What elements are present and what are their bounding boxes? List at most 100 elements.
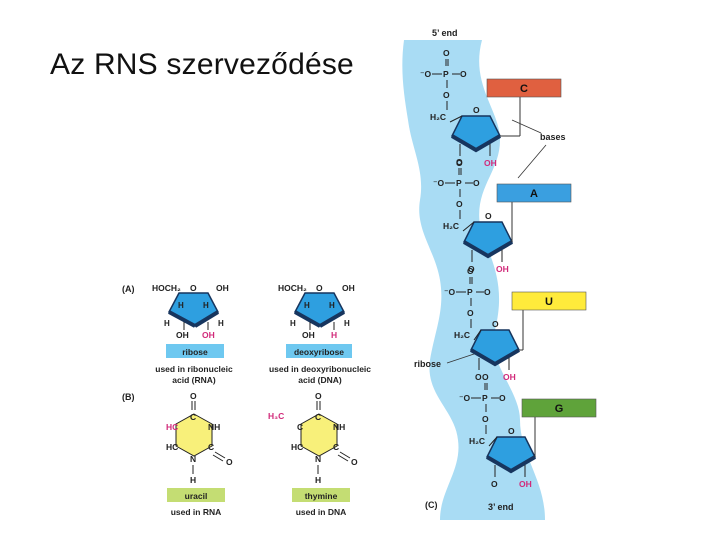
h2c-label: H₂C [454, 330, 470, 340]
ribose-used: used in ribonucleic [155, 364, 233, 374]
ribose-h2: H [203, 301, 209, 310]
uracil-hc2: HC [166, 442, 178, 452]
phosphate-o-top: O [467, 266, 474, 276]
phosphate-o-right: O [499, 393, 506, 403]
panel-b-label: (B) [122, 392, 135, 402]
thymine-c-right: C [333, 442, 339, 452]
phosphate-o-minus: ⁻O [459, 393, 470, 403]
deoxyribose-structure: HOCH₂ O OH H H H H OH H deoxyribose used… [269, 283, 371, 385]
uracil-c-top: C [190, 412, 196, 422]
uracil-h: H [190, 475, 196, 485]
ring-o: O [508, 426, 515, 436]
deoxyribose-name: deoxyribose [294, 347, 344, 357]
thymine-hc: HC [291, 442, 303, 452]
ring-oh: OH [519, 479, 532, 489]
thymine-nh: NH [333, 422, 345, 432]
uracil-used: used in RNA [171, 507, 222, 517]
panel-a-sugars: (A) HOCH₂ O OH H H H H OH OH ribose used… [122, 283, 371, 385]
ribose-acid: acid (RNA) [172, 375, 216, 385]
h2c-label: H₂C [430, 112, 446, 122]
phosphate-o-bottom: O [456, 199, 463, 209]
ring-oh: OH [484, 158, 497, 168]
phosphate-o-right: O [473, 178, 480, 188]
base-g-box [521, 398, 597, 418]
uracil-name-box [167, 488, 225, 502]
uracil-name: uracil [185, 491, 208, 501]
phosphate-o-minus: ⁻O [420, 69, 431, 79]
phosphate-o-minus: ⁻O [433, 178, 444, 188]
deoxyribose-name-box [286, 344, 352, 358]
deoxyribose-h1: H [304, 301, 310, 310]
phosphate-o-top: O [482, 372, 489, 382]
thymine-o-right: O [351, 457, 358, 467]
deoxyribose-h-br: H [331, 330, 337, 340]
ring-o: O [485, 211, 492, 221]
base-a-box [496, 183, 572, 203]
phosphate-o-bottom: O [482, 414, 489, 424]
thymine-n: N [315, 454, 321, 464]
thymine-ring [300, 413, 338, 457]
base-u-label: U [545, 296, 553, 308]
bases-pointer-1 [511, 119, 542, 134]
deoxyribose-h4: H [344, 319, 350, 328]
phosphate-o-top: O [443, 48, 450, 58]
thymine-name: thymine [305, 491, 338, 501]
phosphate-p: P [482, 393, 488, 403]
thymine-structure: O H₃C C C NH HC C N O H thymine used in … [268, 391, 358, 517]
phosphate-o-bottom: O [443, 90, 450, 100]
ribose-ring [167, 292, 219, 327]
ribose-hoch2: HOCH₂ [152, 283, 181, 293]
slide-title: Az RNS szerveződése [50, 48, 354, 81]
deoxyribose-used: used in deoxyribonucleic [269, 364, 371, 374]
deoxyribose-hoch2: HOCH₂ [278, 283, 307, 293]
uracil-structure: O C HC NH HC C N O H uracil used in RNA [166, 391, 233, 517]
ribose-label: ribose [414, 359, 441, 369]
phosphate-p: P [467, 287, 473, 297]
deoxyribose-ring-o: O [316, 283, 323, 293]
deoxyribose-oh-bl: OH [302, 330, 315, 340]
panel-b-bases: (B) O C HC NH HC C N O H uracil used in … [122, 391, 358, 517]
ring-o-bottom: O [468, 264, 475, 274]
ribose-name-box [166, 344, 224, 358]
deoxyribose-ring [293, 292, 345, 327]
ring-oh: OH [503, 372, 516, 382]
bases-pointer-2 [517, 144, 547, 179]
ribose-h3: H [164, 319, 170, 328]
uracil-c-right: C [208, 442, 214, 452]
phosphate-o-top: O [456, 157, 463, 167]
ribose-oh-bl: OH [176, 330, 189, 340]
thymine-c-top: C [315, 412, 321, 422]
phosphate-o-minus: ⁻O [444, 287, 455, 297]
h2c-label: H₂C [469, 436, 485, 446]
deoxyribose-h3: H [290, 319, 296, 328]
ring-o-bottom: O [491, 479, 498, 489]
uracil-ring [175, 413, 213, 457]
ring-o-bottom: O [456, 158, 463, 168]
ring-o: O [473, 105, 480, 115]
ribose-ring-front [168, 310, 196, 328]
panel-a-label: (A) [122, 284, 135, 294]
backbone-band [402, 40, 545, 520]
thymine-c-left: C [297, 422, 303, 432]
bases-label: bases [540, 132, 566, 142]
ribose-name: ribose [182, 347, 208, 357]
phosphate-p: P [456, 178, 462, 188]
five-end-label: 5’ end [432, 28, 458, 38]
uracil-nh: NH [208, 422, 220, 432]
thymine-used: used in DNA [296, 507, 347, 517]
h2c-label: H₂C [443, 221, 459, 231]
uracil-o-right: O [226, 457, 233, 467]
phosphate-o-bottom: O [467, 308, 474, 318]
phosphate-o-right: O [484, 287, 491, 297]
phosphate-o-right: O [460, 69, 467, 79]
ribose-h4: H [218, 319, 224, 328]
ribose-oh-top: OH [216, 283, 229, 293]
uracil-n: N [190, 454, 196, 464]
base-c-label: C [520, 83, 528, 95]
ribose-structure: HOCH₂ O OH H H H H OH OH ribose used in … [152, 283, 233, 385]
